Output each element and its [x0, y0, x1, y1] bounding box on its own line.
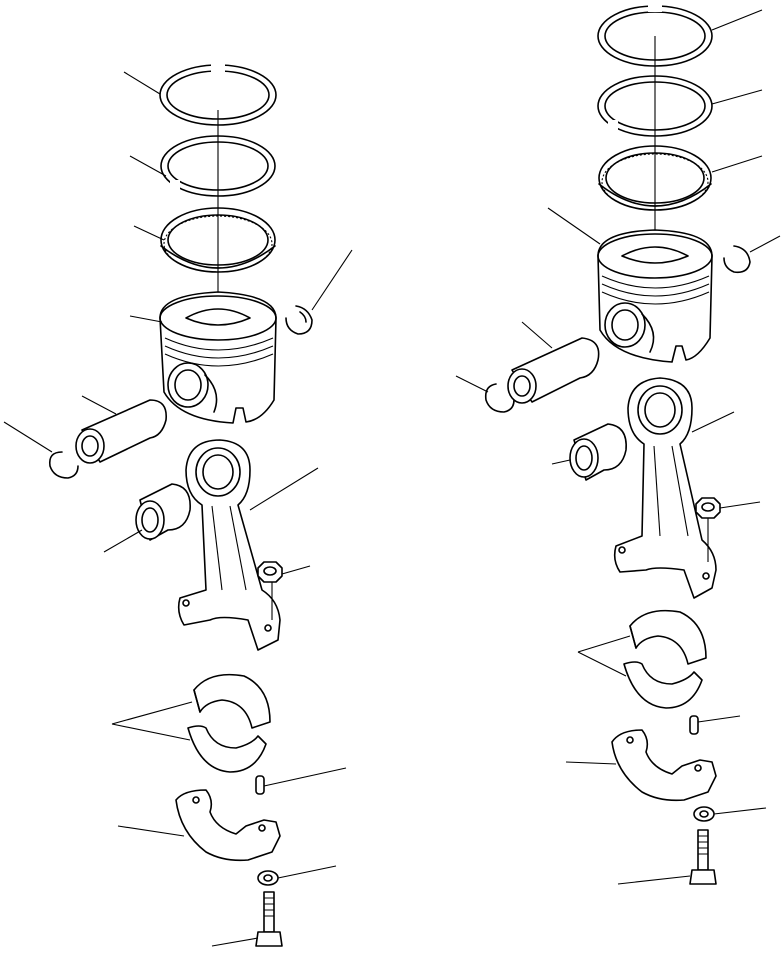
left-nut	[257, 561, 283, 583]
right-connecting-rod	[613, 377, 717, 599]
right-piston	[597, 229, 713, 363]
left-bearing-shells	[187, 673, 271, 773]
left-dowel	[255, 775, 265, 795]
right-ring-second	[597, 75, 713, 137]
left-piston-pin	[75, 399, 167, 464]
left-snap-ring-right	[285, 305, 313, 335]
left-connecting-rod	[177, 439, 281, 651]
right-snap-ring-left	[484, 383, 515, 413]
right-bushing	[569, 423, 627, 481]
right-snap-ring-right	[723, 245, 751, 274]
left-ring-second	[160, 135, 276, 197]
left-ring-oil	[160, 207, 276, 273]
right-bearing-shells	[623, 609, 707, 709]
right-piston-assembly	[455, 2, 781, 885]
left-bearing-cap	[175, 789, 281, 862]
right-bearing-cap	[611, 729, 717, 802]
right-leader-lines	[455, 9, 781, 885]
right-washer	[693, 806, 715, 822]
right-ring-top	[597, 2, 713, 67]
left-ring-top	[159, 60, 277, 126]
left-washer	[257, 870, 279, 886]
left-bolt	[255, 891, 283, 947]
left-snap-ring-left	[48, 451, 79, 479]
right-ring-oil	[598, 145, 712, 211]
right-piston-pin	[507, 337, 600, 404]
left-leader-lines	[3, 71, 353, 947]
left-piston	[159, 291, 277, 424]
right-bolt	[689, 829, 717, 885]
right-nut	[695, 497, 721, 519]
left-bushing	[135, 483, 191, 541]
right-dowel	[689, 715, 699, 735]
left-piston-assembly	[3, 60, 353, 947]
